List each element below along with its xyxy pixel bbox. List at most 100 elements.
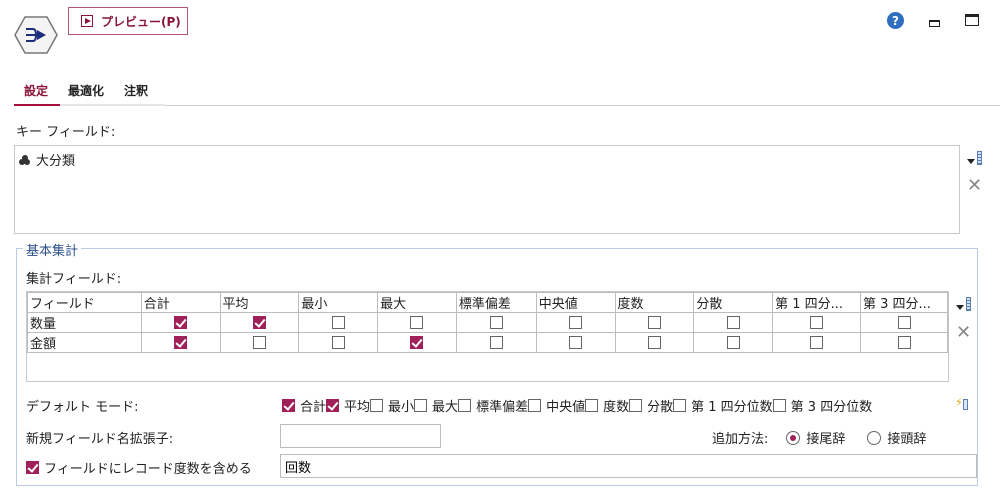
include-count-checkbox[interactable] — [26, 461, 39, 474]
q3-checkbox[interactable] — [897, 316, 911, 329]
preview-button[interactable]: プレビュー(P) — [68, 7, 188, 35]
help-icon[interactable]: ? — [887, 12, 904, 29]
tab-divider — [60, 104, 165, 106]
column-header[interactable]: フィールド — [27, 292, 142, 313]
checkbox[interactable] — [673, 399, 687, 412]
list-item[interactable]: 大分類 — [19, 150, 75, 169]
include-count-option[interactable]: フィールドにレコード度数を含める — [26, 458, 252, 477]
checkbox[interactable] — [528, 399, 542, 412]
apply-default-icon[interactable]: ⚡ — [955, 396, 971, 410]
mean-checkbox[interactable] — [252, 336, 266, 349]
column-header[interactable]: 分散 — [693, 292, 774, 313]
tab-bar: 設定 最適化 注釈 — [14, 78, 1000, 106]
column-header[interactable]: 合計 — [140, 292, 221, 313]
checkbox[interactable] — [585, 399, 599, 412]
default-mode-sum[interactable]: 合計 — [282, 396, 326, 415]
sum-checkbox[interactable] — [174, 316, 188, 329]
prefix-label: 接頭辞 — [887, 432, 927, 447]
q3-checkbox[interactable] — [897, 336, 911, 349]
maximize-icon[interactable] — [965, 14, 979, 26]
table-row[interactable]: 金額 — [27, 332, 948, 353]
active-tab-indicator — [14, 104, 60, 106]
default-mode-median[interactable]: 中央値 — [528, 396, 585, 415]
default-mode-label: デフォルト モード: — [26, 400, 139, 415]
column-header[interactable]: 第 1 四分... — [772, 292, 861, 313]
column-header[interactable]: 中央値 — [535, 292, 616, 313]
delete-icon[interactable]: ✕ — [956, 322, 972, 343]
nominal-field-icon — [19, 154, 30, 165]
checkbox[interactable] — [772, 399, 786, 412]
new-field-ext-label: 新規フィールド名拡張子: — [26, 432, 174, 447]
count-field-name-input[interactable] — [280, 454, 977, 478]
sdev-checkbox[interactable] — [489, 336, 503, 349]
min-checkbox[interactable] — [331, 336, 345, 349]
sdev-checkbox[interactable] — [489, 316, 503, 329]
column-header[interactable]: 最大 — [377, 292, 457, 313]
delete-icon[interactable]: ✕ — [967, 175, 983, 196]
default-mode-max[interactable]: 最大 — [414, 396, 458, 415]
agg-fields-table[interactable]: フィールド 合計 平均 最小 最大 標準偏差 中央値 度数 分散 第 1 四分.… — [26, 291, 949, 382]
count-checkbox[interactable] — [647, 336, 661, 349]
mean-checkbox[interactable] — [252, 316, 266, 329]
q1-checkbox[interactable] — [810, 316, 824, 329]
option-label: 最小 — [388, 400, 415, 415]
option-label: 標準偏差 — [476, 400, 529, 415]
count-checkbox[interactable] — [647, 316, 661, 329]
new-field-ext-input[interactable] — [280, 424, 441, 448]
max-checkbox[interactable] — [410, 336, 424, 349]
field-picker-icon[interactable] — [967, 151, 983, 165]
column-header[interactable]: 第 3 四分... — [860, 292, 948, 313]
aggregate-node-icon — [14, 16, 58, 54]
field-name-cell: 数量 — [27, 312, 142, 333]
max-checkbox[interactable] — [410, 316, 424, 329]
checkbox[interactable] — [326, 399, 340, 412]
suffix-label: 接尾辞 — [806, 432, 846, 447]
column-header[interactable]: 標準偏差 — [455, 292, 537, 313]
add-method-group: 追加方法: 接尾辞 接頭辞 — [712, 428, 926, 447]
field-picker-icon[interactable] — [956, 297, 972, 311]
key-fields-label: キー フィールド: — [16, 125, 116, 140]
default-mode-mean[interactable]: 平均 — [326, 396, 370, 415]
option-label: 最大 — [432, 400, 459, 415]
add-method-label: 追加方法: — [712, 432, 769, 447]
tab-settings[interactable]: 設定 — [24, 84, 49, 98]
default-mode-options: 合計 平均 最小 最大 標準偏差 中央値 度数 分散 第 1 四分位数 第 3 … — [282, 396, 872, 415]
default-mode-q3[interactable]: 第 3 四分位数 — [772, 396, 873, 415]
prefix-radio[interactable] — [867, 430, 882, 445]
checkbox[interactable] — [282, 399, 295, 412]
column-header[interactable]: 度数 — [614, 292, 695, 313]
option-label: 合計 — [300, 400, 327, 415]
minimize-icon[interactable] — [929, 20, 940, 27]
table-row[interactable]: 数量 — [27, 312, 948, 333]
variance-checkbox[interactable] — [726, 336, 740, 349]
default-mode-sdev[interactable]: 標準偏差 — [458, 396, 528, 415]
median-checkbox[interactable] — [569, 336, 583, 349]
key-field-name: 大分類 — [36, 154, 76, 169]
group-legend: 基本集計 — [23, 240, 82, 259]
checkbox[interactable] — [629, 399, 643, 412]
column-header[interactable]: 平均 — [219, 292, 300, 313]
key-fields-list[interactable]: 大分類 — [14, 145, 960, 234]
checkbox[interactable] — [370, 399, 384, 412]
sum-checkbox[interactable] — [174, 336, 188, 349]
q1-checkbox[interactable] — [810, 336, 824, 349]
checkbox[interactable] — [414, 399, 428, 412]
default-mode-variance[interactable]: 分散 — [629, 396, 673, 415]
option-label: 第 3 四分位数 — [790, 400, 873, 415]
median-checkbox[interactable] — [569, 316, 583, 329]
variance-checkbox[interactable] — [726, 316, 740, 329]
tab-annotation[interactable]: 注釈 — [124, 84, 149, 98]
field-name-cell: 金額 — [27, 332, 142, 353]
play-icon — [81, 15, 93, 27]
option-label: 度数 — [603, 400, 630, 415]
suffix-radio[interactable] — [786, 430, 801, 445]
tab-optimize[interactable]: 最適化 — [68, 84, 105, 98]
default-mode-count[interactable]: 度数 — [585, 396, 629, 415]
column-header[interactable]: 最小 — [298, 292, 379, 313]
default-mode-q1[interactable]: 第 1 四分位数 — [673, 396, 773, 415]
default-mode-min[interactable]: 最小 — [370, 396, 414, 415]
checkbox[interactable] — [458, 399, 472, 412]
min-checkbox[interactable] — [331, 316, 345, 329]
agg-table: フィールド 合計 平均 最小 最大 標準偏差 中央値 度数 分散 第 1 四分.… — [27, 292, 948, 353]
agg-fields-label: 集計フィールド: — [26, 272, 122, 287]
